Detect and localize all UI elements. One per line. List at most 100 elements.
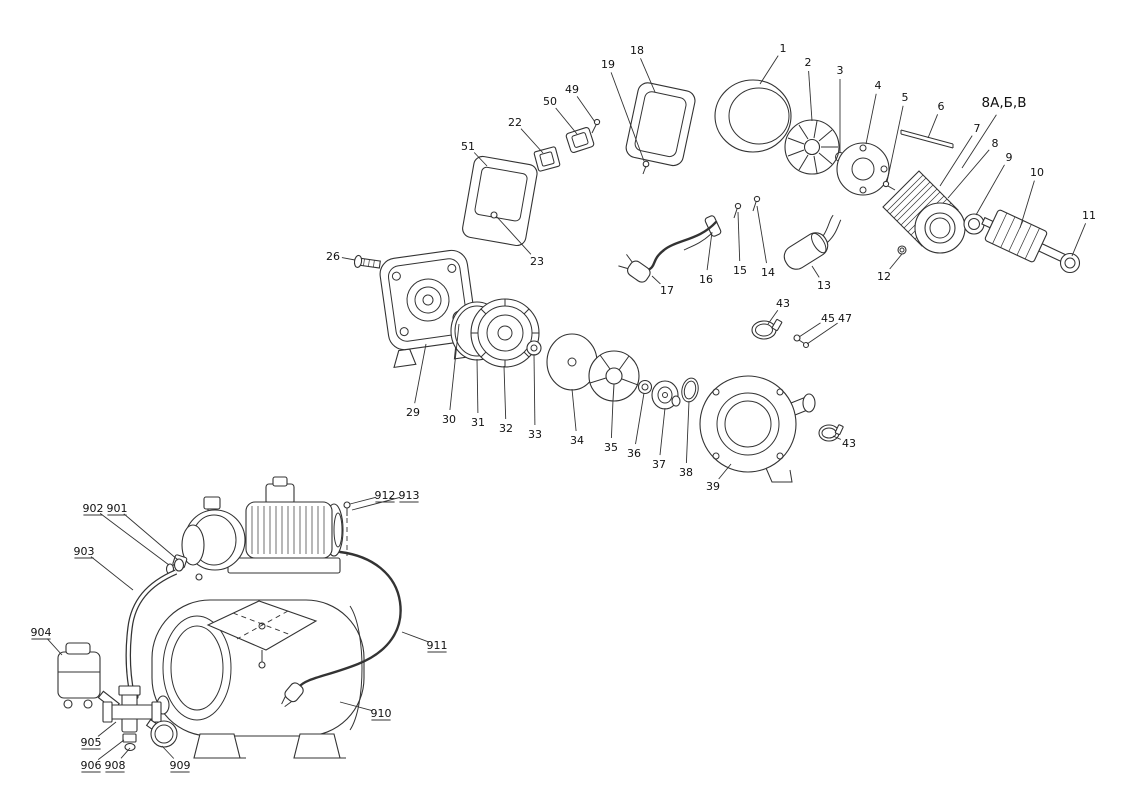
part-label-39: 39 <box>706 480 720 493</box>
part-label-3: 3 <box>837 64 844 77</box>
leader-line-23 <box>496 216 532 255</box>
leader-line-32 <box>503 365 507 420</box>
part-nut-12 <box>897 245 907 255</box>
leader-line-904 <box>46 638 63 656</box>
leader-line-8 <box>947 149 990 199</box>
part-label-35: 35 <box>604 441 618 454</box>
tank-foot-left <box>193 733 246 759</box>
fitting-901 <box>173 558 185 572</box>
part-label-901: 901 <box>107 502 128 515</box>
part-ring-36 <box>637 379 653 395</box>
part-label-903: 903 <box>74 545 95 558</box>
part-label-12: 12 <box>877 270 891 283</box>
part-label-36: 36 <box>627 447 641 460</box>
part-label-19: 19 <box>601 58 615 71</box>
part-fan-2 <box>784 119 840 175</box>
pump-assembly-exploded <box>379 249 844 483</box>
part-cover-plate-51 <box>462 155 538 247</box>
part-screw-14 <box>752 195 761 212</box>
part-label-15: 15 <box>733 264 747 277</box>
part-label-7: 7 <box>974 122 981 135</box>
part-pump-housing-39 <box>699 375 816 483</box>
pressure-switch-904 <box>57 642 120 711</box>
leader-line-38 <box>685 400 690 464</box>
part-label-23: 23 <box>530 255 544 268</box>
leader-line-51 <box>473 152 488 167</box>
leader-line-902 <box>99 513 170 566</box>
part-label-911: 911 <box>427 639 448 652</box>
part-label-38: 38 <box>679 466 693 479</box>
part-label-31: 31 <box>471 416 485 429</box>
leader-line-908 <box>120 747 131 759</box>
leader-line-906 <box>97 739 125 760</box>
part-label-37: 37 <box>652 458 666 471</box>
part-label-908: 908 <box>105 759 126 772</box>
leader-line-911 <box>401 631 429 643</box>
leader-line-37 <box>659 407 666 456</box>
part-switch-22 <box>533 146 561 172</box>
leader-line-6 <box>927 114 939 139</box>
part-label-904: 904 <box>31 626 52 639</box>
leader-line-901 <box>123 513 179 561</box>
part-label-912: 912 <box>375 489 396 502</box>
part-motor-end-cover-1 <box>714 79 792 153</box>
part-label-13: 13 <box>817 279 831 292</box>
leader-line-26 <box>341 257 356 261</box>
part-label-4: 4 <box>875 79 882 92</box>
five-way-fitting-905 <box>102 685 162 733</box>
part-stator-7-8 <box>882 170 966 254</box>
part-label-6: 6 <box>938 100 945 113</box>
leader-line-29 <box>414 343 427 404</box>
leader-line-43 <box>767 310 779 325</box>
pump-unit <box>172 476 344 581</box>
leader-line-12 <box>889 253 903 270</box>
part-label-43: 43 <box>776 297 790 310</box>
nut-906 <box>122 733 137 743</box>
part-screw-19 <box>642 160 650 175</box>
part-label-49: 49 <box>565 83 579 96</box>
leader-line-909 <box>161 745 175 759</box>
part-bolt-26 <box>353 254 381 269</box>
power-cable-911 <box>281 550 402 708</box>
leader-line-903 <box>90 556 134 591</box>
leader-line-45 <box>798 322 821 338</box>
leader-line-4 <box>865 93 877 145</box>
part-diffuser-35 <box>588 350 640 402</box>
part-screw-49 <box>591 118 601 134</box>
leader-line-2 <box>808 70 813 122</box>
leader-line-50 <box>555 107 578 135</box>
part-tie-rod-6 <box>900 129 954 149</box>
leader-line-33 <box>533 353 536 426</box>
leader-line-39 <box>718 463 732 480</box>
part-power-cord-17 <box>618 220 718 283</box>
leader-line-1 <box>759 55 779 85</box>
tank-foot-right <box>293 733 346 759</box>
leader-line-905 <box>97 721 117 737</box>
part-label-902: 902 <box>83 502 104 515</box>
leader-line-18 <box>640 58 656 93</box>
part-label-905: 905 <box>81 736 102 749</box>
leader-line-17 <box>651 275 661 285</box>
part-label-18: 18 <box>630 44 644 57</box>
leader-line-43 <box>832 435 841 440</box>
leader-line-31 <box>476 358 479 414</box>
part-label-30: 30 <box>442 413 456 426</box>
part-label-8А,Б,В: 8А,Б,В <box>982 95 1027 111</box>
leader-line-10 <box>1019 180 1035 229</box>
part-label-43: 43 <box>842 437 856 450</box>
leader-line-22 <box>520 128 544 154</box>
part-label-47: 47 <box>838 312 852 325</box>
leader-line-7 <box>939 135 973 187</box>
leader-line-49 <box>576 96 596 123</box>
part-bearing-shield-4 <box>836 142 890 196</box>
leader-line-35 <box>610 399 614 439</box>
part-label-17: 17 <box>660 284 674 297</box>
leader-line-36 <box>635 392 645 445</box>
part-label-5: 5 <box>902 91 909 104</box>
part-label-22: 22 <box>508 116 522 129</box>
leader-line-910 <box>339 701 373 712</box>
part-label-9: 9 <box>1006 151 1013 164</box>
leader-line-11 <box>1071 223 1087 257</box>
leader-line-30 <box>449 323 460 411</box>
leader-line-13 <box>811 265 820 278</box>
